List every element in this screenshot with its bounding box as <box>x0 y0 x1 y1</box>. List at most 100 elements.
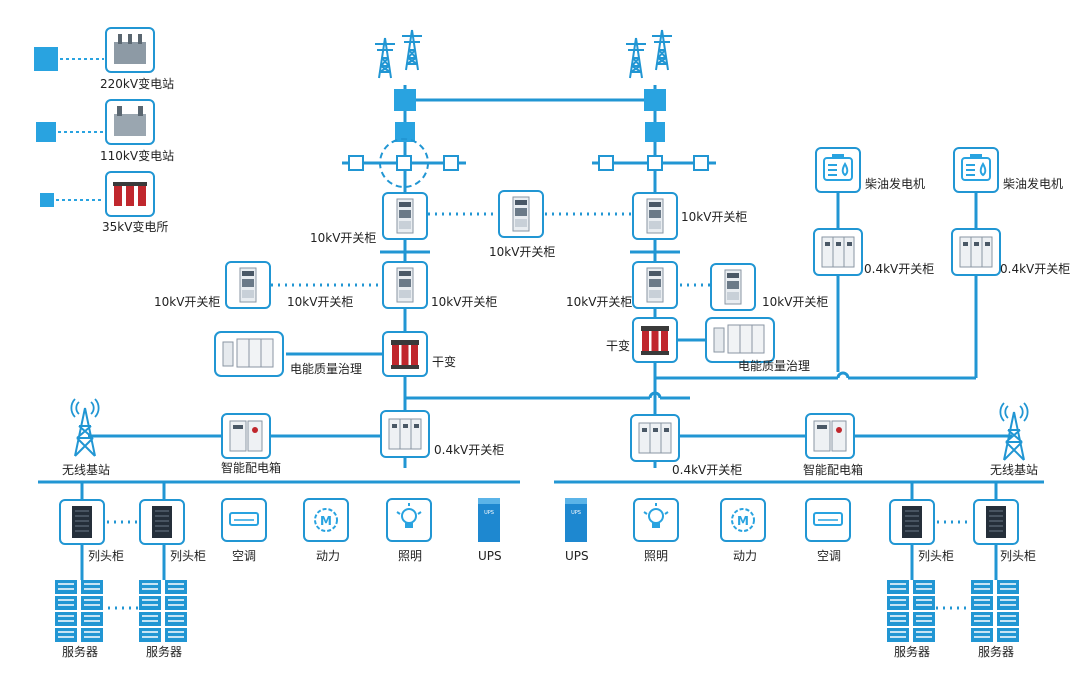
switchgear-10kv-right-mid[interactable] <box>632 261 678 309</box>
label-switchgear: 10kV开关柜 <box>287 295 353 309</box>
label-wireless-station: 无线基站 <box>990 463 1038 477</box>
dry-transformer-left[interactable] <box>382 331 428 377</box>
label-ups: UPS <box>478 549 502 563</box>
diesel-generator-left[interactable] <box>815 147 861 193</box>
svg-text:M: M <box>737 514 749 528</box>
svg-text:M: M <box>320 514 332 528</box>
label-ups: UPS <box>565 549 589 563</box>
label-head-cabinet: 列头柜 <box>170 549 206 563</box>
label-switchgear-04kv: 0.4kV开关柜 <box>864 262 934 276</box>
head-cabinet-left-1[interactable] <box>59 499 105 545</box>
switchgear-04kv-left[interactable] <box>380 410 430 458</box>
label-switchgear-04kv: 0.4kV开关柜 <box>1000 262 1070 276</box>
smart-distribution-box-right[interactable] <box>805 413 855 459</box>
power-motor-right[interactable]: M <box>720 498 766 542</box>
switchgear-04kv-right[interactable] <box>630 414 680 462</box>
label-power: 动力 <box>733 549 757 563</box>
substation-node-right <box>645 122 665 142</box>
label-server: 服务器 <box>978 644 1014 659</box>
label-switchgear: 10kV开关柜 <box>489 245 555 259</box>
label-switchgear: 10kV开关柜 <box>431 295 497 309</box>
switchgear-10kv-left-side[interactable] <box>225 261 271 309</box>
label-generator: 柴油发电机 <box>1003 176 1063 191</box>
feeder-node-right <box>644 89 666 111</box>
label-switchgear: 10kV开关柜 <box>762 295 828 309</box>
lighting-right[interactable] <box>633 498 679 542</box>
wireless-tower-icon <box>999 402 1029 461</box>
air-conditioner-right[interactable] <box>805 498 851 542</box>
server-icon <box>912 579 936 643</box>
server-icon <box>138 579 162 643</box>
legend-label-35kv: 35kV变电所 <box>102 219 168 234</box>
server-icon <box>970 579 994 643</box>
label-power-quality: 电能质量治理 <box>738 359 810 373</box>
label-head-cabinet: 列头柜 <box>918 549 954 563</box>
label-lighting: 照明 <box>398 549 422 563</box>
switchgear-10kv-left-top[interactable] <box>382 192 428 240</box>
label-switchgear: 10kV开关柜 <box>154 295 220 309</box>
label-switchgear: 10kV开关柜 <box>681 210 747 224</box>
switchgear-10kv-left-mid[interactable] <box>382 261 428 309</box>
switchgear-10kv-middle[interactable] <box>498 190 544 238</box>
label-switchgear-04kv: 0.4kV开关柜 <box>672 463 742 477</box>
transformer-icon <box>105 99 155 145</box>
feeder-node-left <box>394 89 416 111</box>
label-smart-box: 智能配电箱 <box>803 462 863 477</box>
wireless-tower-icon <box>70 398 100 457</box>
ups-left[interactable]: UPS <box>478 498 500 542</box>
legend-label-110kv: 110kV变电站 <box>100 148 174 163</box>
label-dry-transformer: 干变 <box>432 354 456 369</box>
bus-boxes-left <box>348 138 459 188</box>
head-cabinet-right-2[interactable] <box>973 499 1019 545</box>
tower-icon <box>374 29 423 79</box>
power-quality-left[interactable] <box>214 331 284 377</box>
svg-text:UPS: UPS <box>571 510 581 516</box>
label-dry-transformer: 干变 <box>606 338 630 353</box>
label-switchgear: 10kV开关柜 <box>566 295 632 309</box>
label-lighting: 照明 <box>644 549 668 563</box>
label-air-conditioner: 空调 <box>817 549 841 563</box>
switchgear-10kv-right-side[interactable] <box>710 263 756 311</box>
lighting-left[interactable] <box>386 498 432 542</box>
legend-label-220kv: 220kV变电站 <box>100 76 174 91</box>
legend: 220kV变电站 110kV变电站 35kV变电所 <box>34 27 174 234</box>
dotted-links <box>107 212 972 610</box>
server-icon <box>54 579 78 643</box>
label-head-cabinet: 列头柜 <box>88 549 124 563</box>
tower-icon <box>625 29 673 79</box>
label-air-conditioner: 空调 <box>232 549 256 563</box>
label-server: 服务器 <box>146 644 182 659</box>
label-generator: 柴油发电机 <box>865 176 925 191</box>
label-smart-box: 智能配电箱 <box>221 460 281 475</box>
dry-transformer-icon <box>105 171 155 217</box>
label-power: 动力 <box>316 549 340 563</box>
legend-marker-220kv <box>34 47 58 71</box>
switchgear-04kv-gen-right[interactable] <box>951 228 1001 276</box>
power-motor-left[interactable]: M <box>303 498 349 542</box>
air-conditioner-left[interactable] <box>221 498 267 542</box>
label-switchgear: 10kV开关柜 <box>310 231 376 245</box>
diesel-generator-right[interactable] <box>953 147 999 193</box>
switchgear-10kv-right-top[interactable] <box>632 192 678 240</box>
label-wireless-station: 无线基站 <box>62 463 110 477</box>
smart-distribution-box-left[interactable] <box>221 413 271 459</box>
bus-boxes-right <box>598 155 709 171</box>
ups-right[interactable]: UPS <box>565 498 587 542</box>
head-cabinet-right-1[interactable] <box>889 499 935 545</box>
transformer-icon <box>105 27 155 73</box>
svg-text:UPS: UPS <box>484 510 494 516</box>
power-quality-right[interactable] <box>705 317 775 363</box>
legend-marker-35kv <box>40 193 54 207</box>
label-power-quality: 电能质量治理 <box>290 362 362 376</box>
label-head-cabinet: 列头柜 <box>1000 549 1036 563</box>
switchgear-04kv-gen-left[interactable] <box>813 228 863 276</box>
label-switchgear-04kv: 0.4kV开关柜 <box>434 443 504 457</box>
dry-transformer-right[interactable] <box>632 317 678 363</box>
server-icon <box>886 579 910 643</box>
label-server: 服务器 <box>62 644 98 659</box>
head-cabinet-left-2[interactable] <box>139 499 185 545</box>
server-icon <box>80 579 104 643</box>
label-server: 服务器 <box>894 644 930 659</box>
